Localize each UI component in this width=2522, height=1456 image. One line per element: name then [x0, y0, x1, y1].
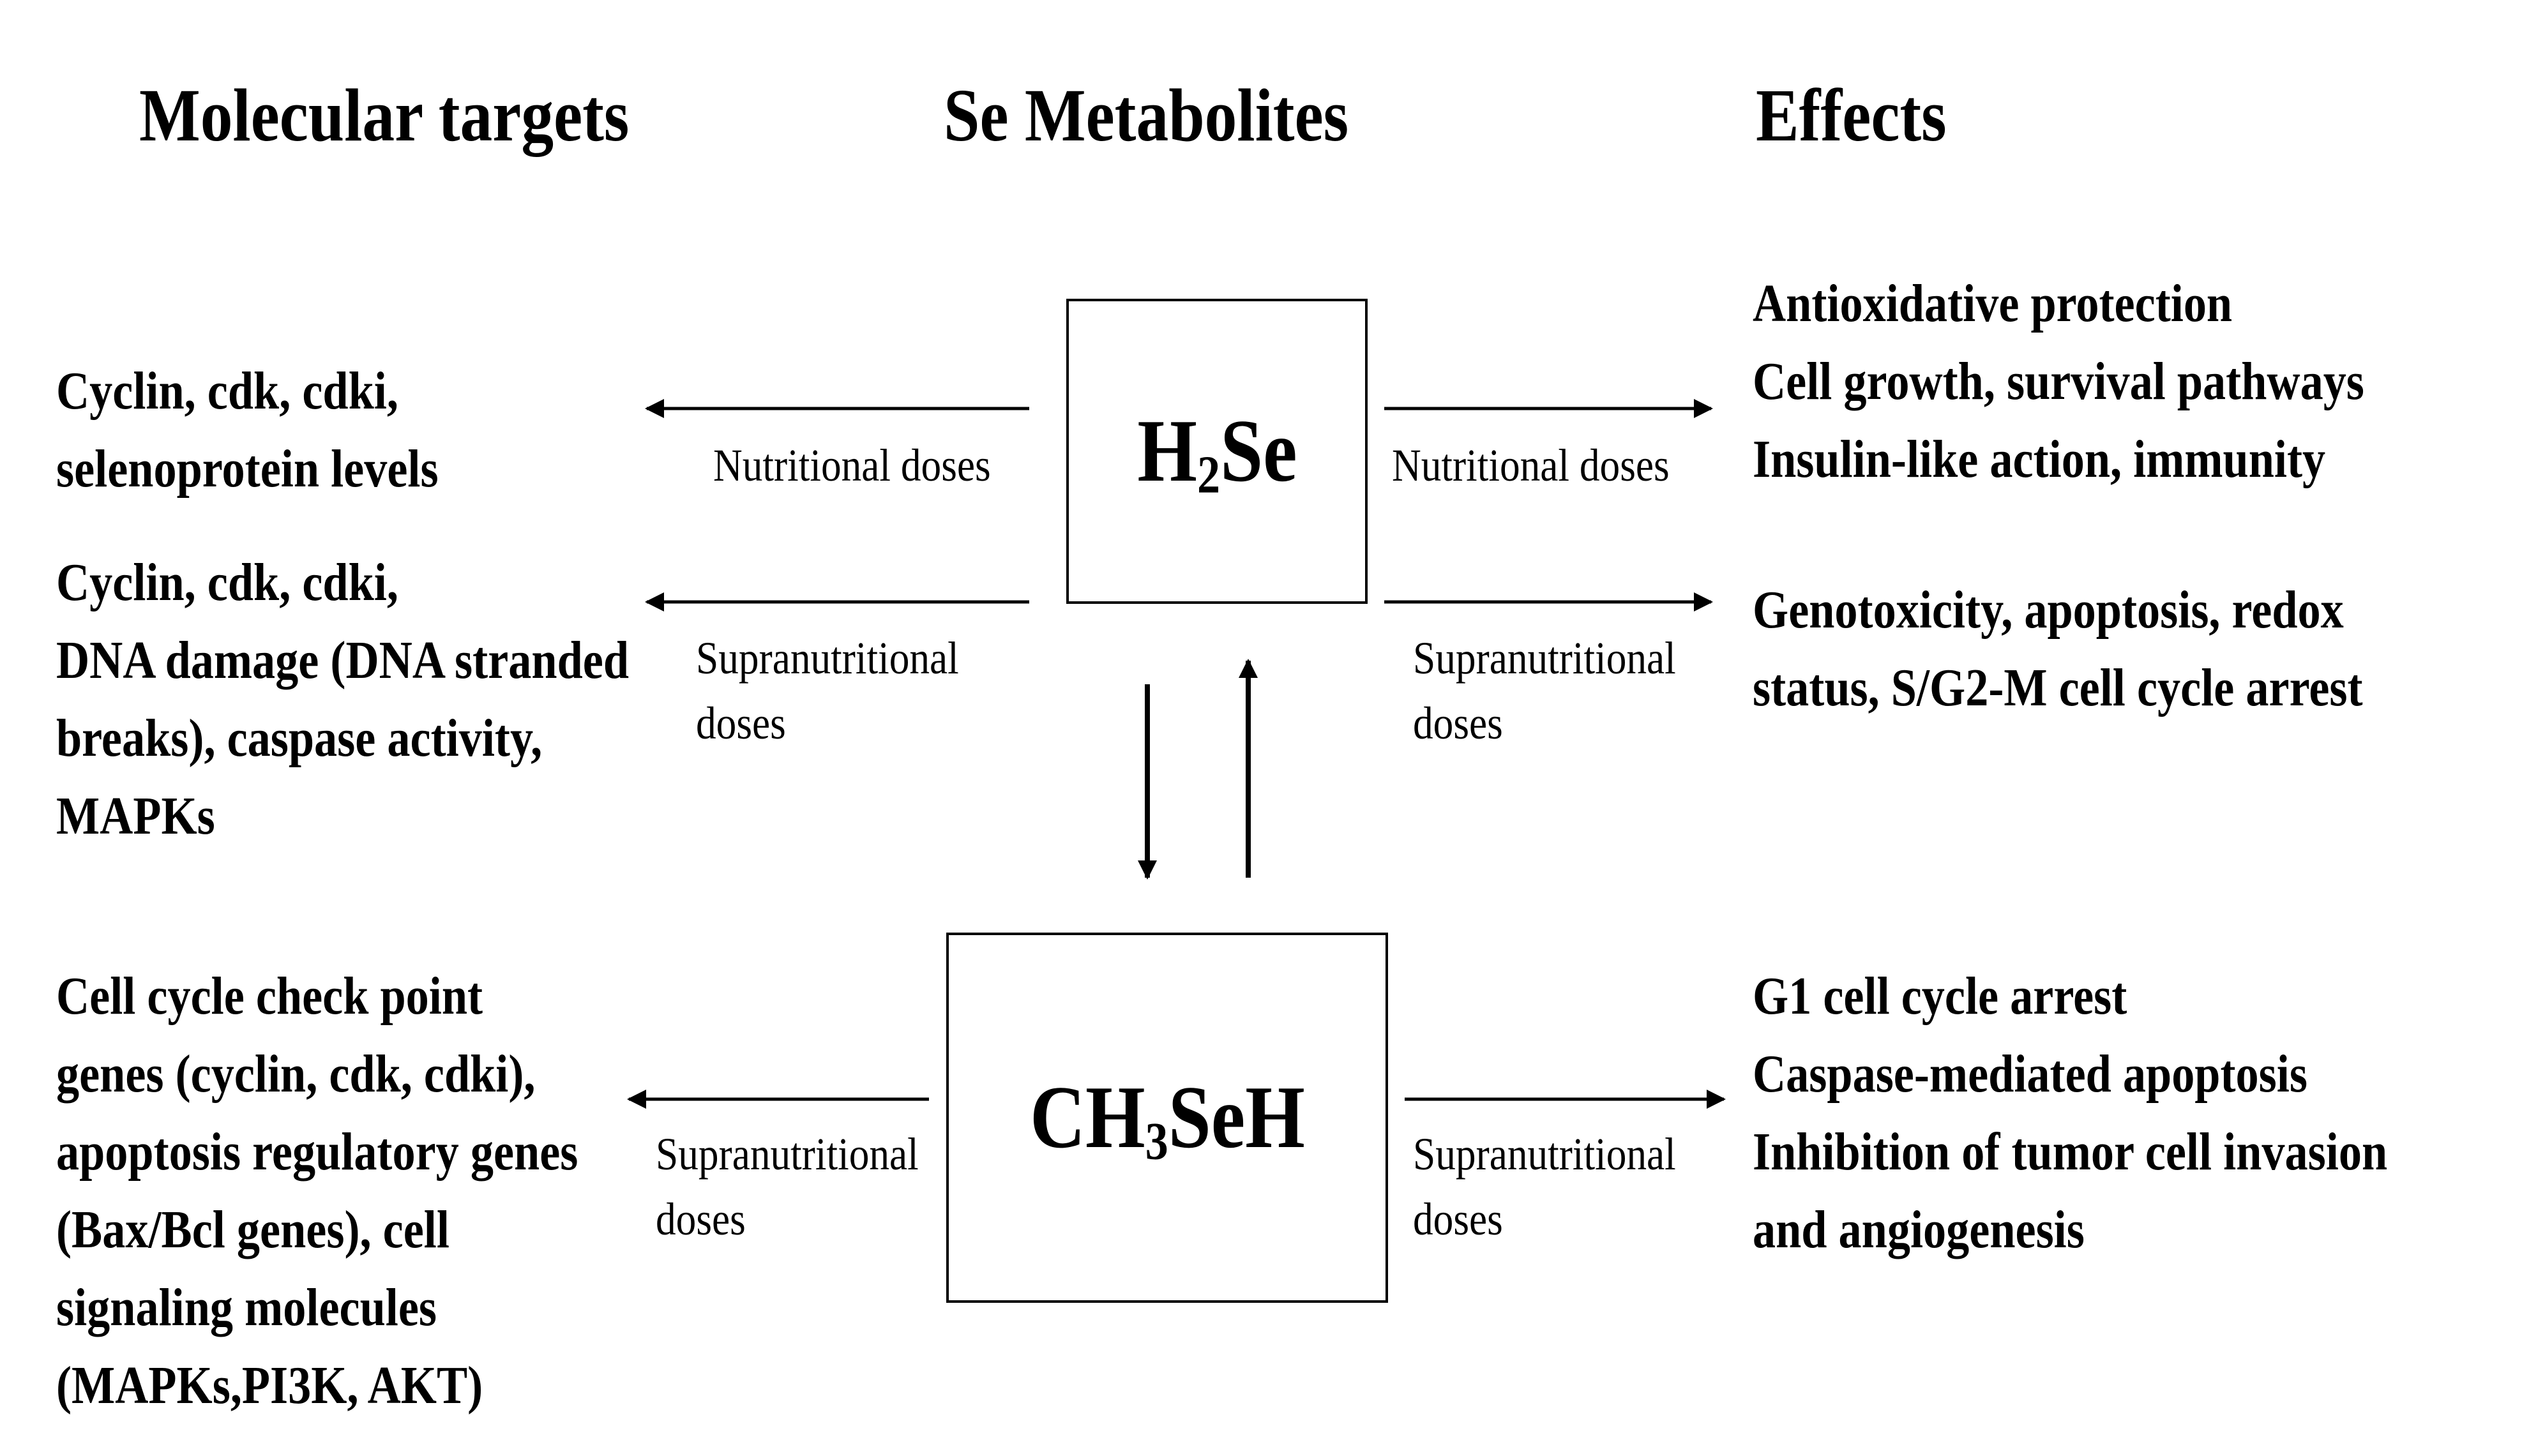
- dose-label-h2se-right-nutritional: Nutritional doses: [1392, 440, 1670, 491]
- h2se-box: H2Se: [1066, 299, 1368, 604]
- dose-label-h2se-left-nutritional: Nutritional doses: [713, 440, 991, 491]
- heading-se-metabolites: Se Metabolites: [944, 73, 1349, 157]
- dose-label-h2se-right-supra: Supranutritional doses: [1413, 633, 1676, 749]
- ch3seh-formula: CH3SeH: [1029, 1068, 1305, 1171]
- effects-h2se-supra: Genotoxicity, apoptosis, redox status, S…: [1753, 580, 2363, 717]
- heading-molecular-targets: Molecular targets: [139, 73, 630, 157]
- ch3seh-box: CH3SeH: [946, 933, 1388, 1303]
- h2se-formula: H2Se: [1136, 402, 1297, 505]
- targets-h2se-nutritional: Cyclin, cdk, cdki, selenoprotein levels: [56, 361, 439, 499]
- dose-label-h2se-left-supra: Supranutritional doses: [696, 633, 959, 749]
- targets-ch3seh-supra: Cell cycle check point genes (cyclin, cd…: [56, 966, 578, 1415]
- effects-ch3seh-supra: G1 cell cycle arrest Caspase-mediated ap…: [1753, 966, 2388, 1259]
- effects-h2se-nutritional: Antioxidative protection Cell growth, su…: [1753, 274, 2364, 489]
- heading-effects: Effects: [1756, 73, 1947, 157]
- dose-label-ch3seh-right-supra: Supranutritional doses: [1413, 1129, 1676, 1245]
- dose-label-ch3seh-left-supra: Supranutritional doses: [656, 1129, 919, 1245]
- targets-h2se-supra: Cyclin, cdk, cdki, DNA damage (DNA stran…: [56, 553, 630, 846]
